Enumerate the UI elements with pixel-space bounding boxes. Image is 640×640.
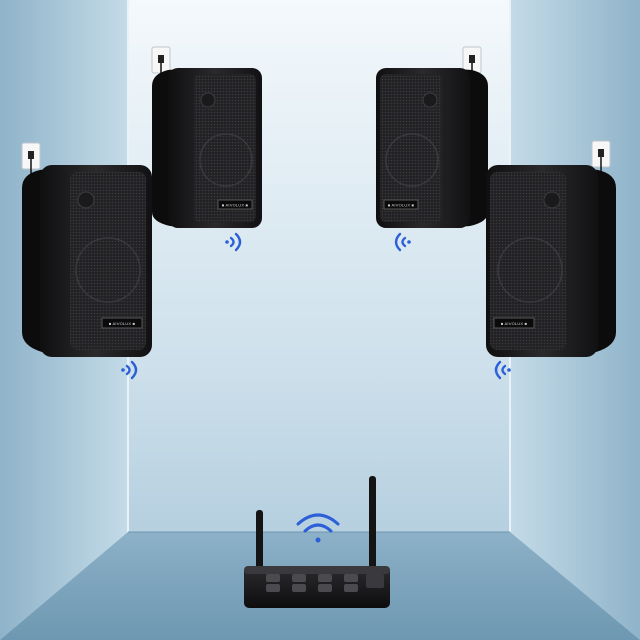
brand-plate: ■ AIVOLUX ■ (222, 203, 249, 208)
transmitter-hub (244, 476, 390, 608)
hub-button (318, 574, 332, 592)
speaker-rear-right: ■ AIVOLUX ■ (376, 68, 488, 228)
hub-button (266, 574, 280, 592)
outlet-icon (21, 142, 41, 176)
signal-icon (394, 232, 411, 252)
speaker-front-right: ■ AIVOLUX ■ (486, 165, 616, 357)
hub-button (344, 574, 358, 592)
outlet-icon (462, 46, 482, 82)
brand-plate: ■ AIVOLUX ■ (501, 321, 528, 326)
signal-icon (494, 360, 511, 380)
brand-plate: ■ AIVOLUX ■ (109, 321, 136, 326)
brand-plate: ■ AIVOLUX ■ (388, 203, 415, 208)
signal-icon (121, 360, 138, 380)
speaker-rear-left: ■ AIVOLUX ■ (152, 68, 262, 228)
speaker-front-left: ■ AIVOLUX ■ (22, 165, 152, 357)
antenna-right (369, 476, 376, 572)
outlet-icon (591, 140, 611, 176)
hub-button (292, 574, 306, 592)
antenna-left (256, 510, 263, 572)
wifi-icon (296, 513, 340, 543)
signal-icon (225, 232, 242, 252)
